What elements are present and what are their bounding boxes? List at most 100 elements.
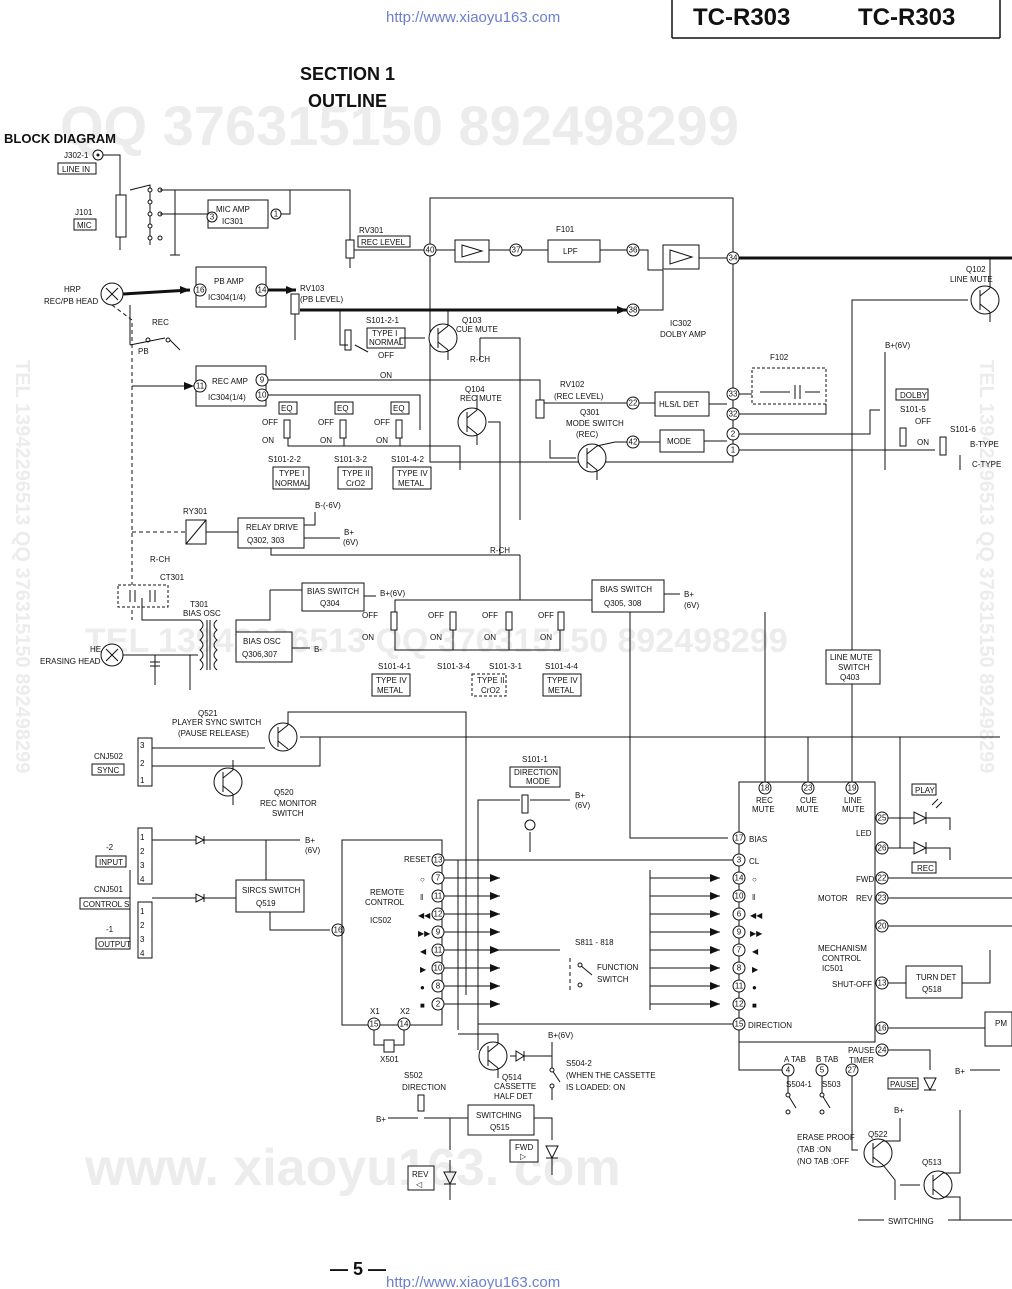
- svg-text:CUE: CUE: [800, 796, 817, 805]
- svg-text:CNJ501: CNJ501: [94, 885, 123, 894]
- svg-text:TYPE IV: TYPE IV: [547, 676, 578, 685]
- svg-text:Q306,307: Q306,307: [242, 650, 278, 659]
- svg-text:Q301: Q301: [580, 408, 600, 417]
- svg-text:IC501: IC501: [822, 964, 844, 973]
- svg-text:16: 16: [334, 926, 343, 935]
- svg-text:S101-3-1: S101-3-1: [489, 662, 522, 671]
- svg-text:CL: CL: [749, 857, 760, 866]
- svg-text:TYPE IV: TYPE IV: [397, 469, 428, 478]
- svg-text:FUNCTION: FUNCTION: [597, 963, 639, 972]
- svg-text:ERASING HEAD: ERASING HEAD: [40, 657, 101, 666]
- svg-text:B+: B+: [376, 1115, 386, 1124]
- svg-text:CONTROL: CONTROL: [822, 954, 862, 963]
- svg-text:BIAS OSC: BIAS OSC: [243, 637, 281, 646]
- dolby-ic: 40 37 F101 LPF 36 34 38 IC302 DOLBY AMP …: [423, 225, 740, 457]
- svg-text:B TAB: B TAB: [816, 1055, 838, 1064]
- svg-text:LINE IN: LINE IN: [62, 165, 90, 174]
- svg-text:11: 11: [735, 982, 744, 991]
- svg-text:REC: REC: [152, 318, 169, 327]
- svg-text:OFF: OFF: [318, 418, 334, 427]
- svg-text:REC LEVEL: REC LEVEL: [361, 238, 406, 247]
- url-top[interactable]: http://www.xiaoyu163.com: [386, 9, 560, 26]
- svg-text:(6V): (6V): [305, 846, 320, 855]
- rec-amp-block: REC AMP IC304(1/4) 11 9 10: [193, 365, 269, 407]
- svg-text:MOTOR: MOTOR: [818, 894, 848, 903]
- svg-text:4: 4: [140, 949, 145, 958]
- svg-text:Q521: Q521: [198, 709, 218, 718]
- svg-text:S101-4-1: S101-4-1: [378, 662, 411, 671]
- svg-text:4: 4: [140, 875, 145, 884]
- svg-text:MUTE: MUTE: [796, 805, 819, 814]
- s504-2-switch: B+(6V) S504-2 (WHEN THE CASSETTE IS LOAD…: [548, 1031, 656, 1092]
- svg-text:F102: F102: [770, 353, 789, 362]
- svg-text:◀◀: ◀◀: [418, 911, 431, 920]
- svg-text:HALF DET: HALF DET: [494, 1092, 533, 1101]
- svg-text:S504-1: S504-1: [786, 1080, 812, 1089]
- svg-text:REMOTE: REMOTE: [370, 888, 404, 897]
- svg-text:OFF: OFF: [362, 611, 378, 620]
- svg-text:ON: ON: [320, 436, 332, 445]
- svg-text:15: 15: [735, 1020, 744, 1029]
- svg-text:33: 33: [729, 390, 738, 399]
- pb-amp-block: PB AMP IC304(1/4) 16 14: [193, 266, 269, 308]
- transistor-q102: Q102 LINE MUTE: [950, 265, 1000, 315]
- svg-text:X501: X501: [380, 1055, 399, 1064]
- mic-amp-block: MIC AMP IC301 3 1: [206, 199, 282, 229]
- svg-text:Q519: Q519: [256, 899, 276, 908]
- svg-text:ON: ON: [262, 436, 274, 445]
- svg-text:IC301: IC301: [222, 217, 244, 226]
- svg-text:(6V): (6V): [343, 538, 358, 547]
- sync-connector-cnj502: 321 CNJ502 SYNC: [91, 737, 153, 787]
- svg-text:16: 16: [878, 1024, 887, 1033]
- svg-text:◁: ◁: [416, 1180, 423, 1189]
- svg-text:4: 4: [786, 1066, 791, 1075]
- svg-text:HRP: HRP: [64, 285, 81, 294]
- rev-led: REV ◁: [407, 1165, 457, 1191]
- svg-text:Q403: Q403: [840, 673, 860, 682]
- model-number-right: TC-R303: [858, 4, 955, 31]
- direction-switch-s502: S502 DIRECTION B+: [376, 1071, 446, 1124]
- svg-text:ON: ON: [430, 633, 442, 642]
- svg-text:PLAY: PLAY: [915, 786, 936, 795]
- svg-text:34: 34: [729, 254, 738, 263]
- svg-text:(NO TAB :OFF: (NO TAB :OFF: [797, 1157, 849, 1166]
- svg-text:B+(6V): B+(6V): [885, 341, 910, 350]
- rec-led: REC: [911, 841, 937, 874]
- svg-text:◀: ◀: [420, 947, 427, 956]
- svg-text:X2: X2: [400, 1007, 410, 1016]
- svg-text:OFF: OFF: [482, 611, 498, 620]
- watermark-left-vertical: TEL 13942296513 QQ 376315150 892498299: [11, 360, 33, 773]
- svg-text:▶: ▶: [420, 965, 427, 974]
- svg-text:FWD: FWD: [856, 875, 874, 884]
- svg-text:11: 11: [434, 946, 443, 955]
- svg-text:PB AMP: PB AMP: [214, 277, 244, 286]
- svg-text:BIAS: BIAS: [749, 835, 767, 844]
- svg-text:HE: HE: [90, 645, 101, 654]
- svg-text:1: 1: [140, 776, 145, 785]
- svg-text:CONTROL: CONTROL: [365, 898, 405, 907]
- svg-text:REC MUTE: REC MUTE: [460, 394, 502, 403]
- svg-text:(REC LEVEL): (REC LEVEL): [554, 392, 604, 401]
- svg-text:RY301: RY301: [183, 507, 208, 516]
- svg-text:REC/PB HEAD: REC/PB HEAD: [44, 297, 98, 306]
- svg-text:F101: F101: [556, 225, 575, 234]
- url-bottom[interactable]: http://www.xiaoyu163.com: [386, 1274, 560, 1289]
- switch-s101-2-1: S101-2-1 TYPE I NORMAL OFF ON: [366, 316, 406, 380]
- svg-text:MUTE: MUTE: [842, 805, 865, 814]
- svg-text:13: 13: [434, 856, 443, 865]
- svg-text:(6V): (6V): [684, 601, 699, 610]
- svg-text:Q514: Q514: [502, 1073, 522, 1082]
- mic-jack: J101 MIC: [73, 208, 97, 231]
- svg-text:11: 11: [196, 382, 205, 391]
- svg-text:TYPE I: TYPE I: [372, 329, 397, 338]
- svg-text:CrO2: CrO2: [481, 686, 501, 695]
- svg-text:■: ■: [420, 1001, 425, 1010]
- svg-text:X1: X1: [370, 1007, 380, 1016]
- transistor-q514: Q514 CASSETTE HALF DET: [478, 1041, 536, 1101]
- svg-text:12: 12: [434, 910, 443, 919]
- svg-text:14: 14: [258, 286, 267, 295]
- svg-text:ON: ON: [376, 436, 388, 445]
- svg-text:MECHANISM: MECHANISM: [818, 944, 867, 953]
